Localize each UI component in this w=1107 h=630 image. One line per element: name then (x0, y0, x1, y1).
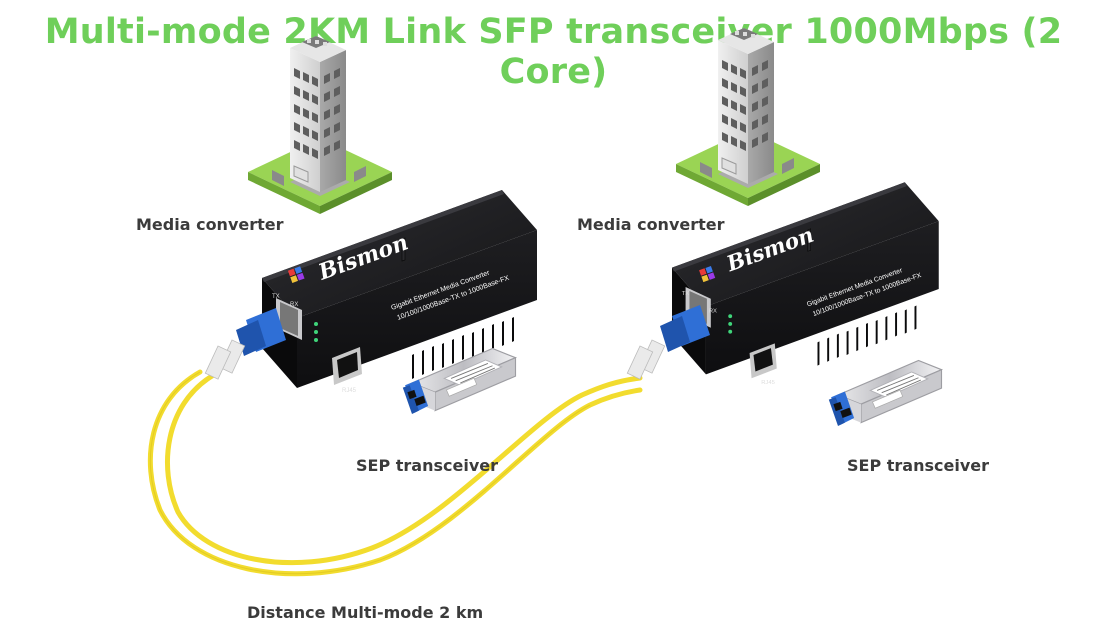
media-converter-device-left: Bismon Gigabit Ethernet Media Converter … (261, 189, 538, 394)
label-media-converter-left: Media converter (136, 215, 284, 234)
port-rj45-right: RJ45 (761, 380, 775, 386)
fiber-connector-left (204, 308, 286, 380)
label-distance: Distance Multi-mode 2 km (247, 603, 484, 622)
label-sfp-left: SEP transceiver (356, 456, 498, 475)
port-rj45-left: RJ45 (342, 388, 357, 394)
label-media-converter-right: Media converter (577, 215, 725, 234)
building-icon-right (675, 27, 821, 207)
port-tx-left: TX (272, 294, 280, 300)
port-rx-right: RX (709, 308, 717, 314)
page-title: Multi-mode 2KM Link SFP transceiver 1000… (44, 12, 1063, 92)
fiber-connector-right (626, 305, 710, 380)
port-rx-left: RX (290, 302, 298, 308)
sfp-module-left (402, 347, 517, 415)
sfp-module-right (828, 359, 943, 427)
label-sfp-right: SEP transceiver (847, 456, 989, 475)
building-icon-left (247, 35, 393, 215)
port-tx-right: TX (682, 291, 690, 297)
media-converter-device-right: Bismon Gigabit Ethernet Media Converter … (671, 182, 940, 386)
